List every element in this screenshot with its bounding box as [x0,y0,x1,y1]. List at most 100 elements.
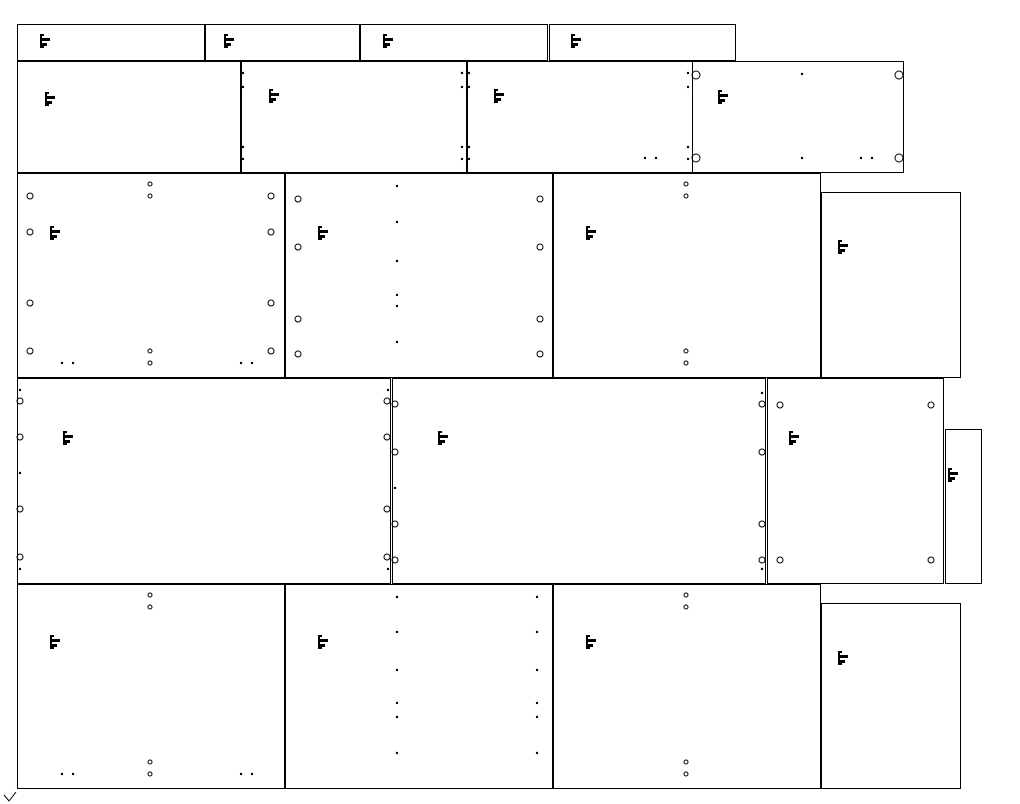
part-marker-icon [586,635,596,649]
pilot-dot [395,630,399,634]
pilot-dot [395,293,399,297]
drill-hole [776,401,784,409]
pilot-dot [239,772,243,776]
pilot-dot [386,567,390,571]
pilot-dot [460,85,464,89]
pilot-dot [239,361,243,365]
drill-hole [383,553,391,561]
drill-hole [26,347,34,355]
panel-7 [467,61,693,173]
pilot-dot [460,157,464,161]
drill-hole [758,556,766,564]
part-marker-icon [318,635,328,649]
part-marker-icon [438,431,448,445]
pilot-dot [241,145,245,149]
part-marker-icon [838,651,848,665]
pilot-dot [18,471,22,475]
panels [17,24,982,789]
part-marker-icon [948,468,958,482]
drill-hole [294,195,302,203]
drill-hole [147,348,153,354]
drill-hole [683,771,689,777]
part-marker-icon [383,34,393,48]
pilot-dot [395,668,399,672]
panel-11 [553,173,821,378]
panel-8 [692,61,904,173]
panel-3 [360,24,548,61]
drill-hole [147,360,153,366]
pilot-dot [654,156,658,160]
drill-hole [26,299,34,307]
pilot-dot [395,184,399,188]
panel-16 [945,429,982,584]
drill-hole [894,70,904,80]
pilot-dot [760,567,764,571]
pilot-dot [395,304,399,308]
drill-hole [267,192,275,200]
drill-hole [536,243,544,251]
drill-hole [383,433,391,441]
drill-hole [16,433,24,441]
pilot-dot [71,361,75,365]
drill-hole [26,228,34,236]
panel-15 [767,378,944,584]
part-marker-icon [63,431,73,445]
pilot-dot [250,361,254,365]
pilot-dot [467,157,471,161]
drill-hole [16,397,24,405]
part-marker-icon [269,89,279,103]
drill-hole [16,505,24,513]
part-marker-icon [224,34,234,48]
part-marker-icon [718,90,728,104]
drill-hole [294,315,302,323]
pilot-dot [393,486,397,490]
part-marker-icon [40,34,50,48]
drill-hole [691,153,701,163]
pilot-dot [535,668,539,672]
drill-hole [147,771,153,777]
pilot-dot [535,630,539,634]
drill-hole [894,153,904,163]
pilot-dot [386,388,390,392]
drill-hole [26,192,34,200]
part-marker-icon [571,34,581,48]
pilot-dot [686,157,690,161]
drill-hole [267,299,275,307]
panel-19 [553,584,821,789]
check-mark-icon [3,791,17,802]
drill-hole [691,70,701,80]
pilot-dot [467,85,471,89]
pilot-dot [241,85,245,89]
pilot-dot [18,567,22,571]
drill-hole [267,347,275,355]
drill-hole [391,400,399,408]
pilot-dot [686,85,690,89]
pilot-dot [460,71,464,75]
panel-5 [17,61,241,173]
drill-hole [294,243,302,251]
part-marker-icon [45,92,55,106]
panel-14 [392,378,766,584]
pilot-dot [467,145,471,149]
part-marker-icon [586,226,596,240]
pilot-dot [535,751,539,755]
pilot-dot [870,156,874,160]
pilot-dot [18,388,22,392]
drill-hole [683,759,689,765]
pilot-dot [60,772,64,776]
pilot-dot [686,71,690,75]
pilot-dot [241,71,245,75]
drill-hole [147,759,153,765]
panel-20 [821,603,961,789]
panel-6 [241,61,467,173]
drill-hole [758,520,766,528]
pilot-dot [395,715,399,719]
panel-10 [285,173,553,378]
drill-hole [383,505,391,513]
part-marker-icon [50,226,60,240]
drill-hole [683,193,689,199]
drill-hole [758,448,766,456]
part-marker-icon [494,89,504,103]
drill-hole [683,592,689,598]
